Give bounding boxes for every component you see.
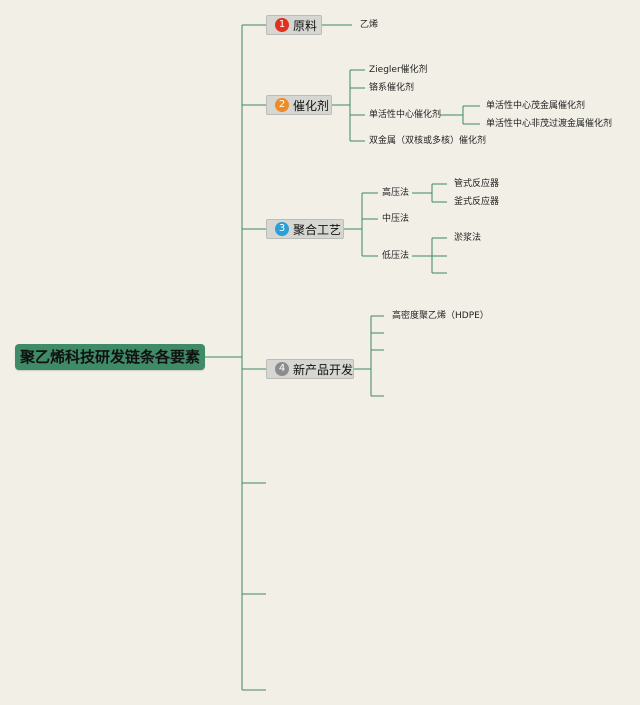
leaf-chromium-catalyst[interactable]: 铬系催化剂: [369, 83, 415, 93]
leaf-tubular-reactor[interactable]: 管式反应器: [454, 179, 500, 189]
number-badge: 1: [275, 18, 289, 32]
branch-new-product[interactable]: 4 新产品开发: [266, 359, 354, 379]
branch-label: 原料: [293, 18, 318, 33]
root-node[interactable]: 聚乙烯科技研发链条各要素: [15, 344, 205, 370]
branch-label: 聚合工艺: [293, 222, 342, 237]
branch-label: 催化剂: [293, 98, 330, 113]
leaf-ethylene[interactable]: 乙烯: [360, 20, 379, 30]
leaf-bimetallic-catalyst[interactable]: 双金属（双核或多核）催化剂: [369, 136, 487, 146]
leaf-slurry-process[interactable]: 淤浆法: [454, 233, 482, 243]
leaf-high-pressure[interactable]: 高压法: [382, 188, 410, 198]
leaf-non-metallocene-catalyst[interactable]: 单活性中心非茂过渡金属催化剂: [486, 119, 613, 129]
number-badge: 4: [275, 362, 289, 376]
leaf-medium-pressure[interactable]: 中压法: [382, 214, 410, 224]
leaf-metallocene-catalyst[interactable]: 单活性中心茂金属催化剂: [486, 101, 586, 111]
number-badge: 3: [275, 222, 289, 236]
leaf-single-site-catalyst[interactable]: 单活性中心催化剂: [369, 110, 442, 120]
branch-catalyst[interactable]: 2 催化剂: [266, 95, 332, 115]
branch-label: 新产品开发: [293, 362, 354, 377]
branch-raw-material[interactable]: 1 原料: [266, 15, 322, 35]
number-badge: 2: [275, 98, 289, 112]
leaf-low-pressure[interactable]: 低压法: [382, 251, 410, 261]
branch-process[interactable]: 3 聚合工艺: [266, 219, 344, 239]
leaf-autoclave-reactor[interactable]: 釜式反应器: [454, 197, 500, 207]
leaf-hdpe[interactable]: 高密度聚乙烯（HDPE）: [392, 311, 489, 321]
root-label: 聚乙烯科技研发链条各要素: [19, 348, 200, 366]
leaf-ziegler-catalyst[interactable]: Ziegler催化剂: [369, 65, 428, 75]
